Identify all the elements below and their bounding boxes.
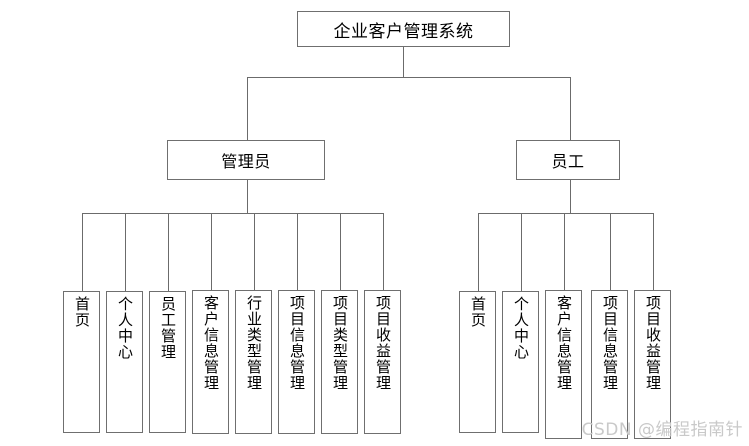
leaf-node-employee-3[interactable]: 客户信息管理 <box>545 290 582 439</box>
leaf-node-employee-5-label: 项目收益管理 <box>644 295 662 391</box>
leaf-node-employee-2[interactable]: 个人中心 <box>502 291 539 433</box>
connector-to-admin <box>247 77 248 140</box>
connector-employee-drop-2 <box>521 213 522 291</box>
leaf-node-admin-2[interactable]: 个人中心 <box>106 291 143 433</box>
leaf-node-employee-4-label: 项目信息管理 <box>601 295 619 391</box>
connector-employee-drop-4 <box>610 213 611 290</box>
connector-admin-drop-2 <box>125 213 126 291</box>
leaf-node-admin-1-label: 首页 <box>73 296 91 328</box>
connector-admin-drop-6 <box>297 213 298 290</box>
connector-admin-bus <box>82 213 383 214</box>
role-node-employee[interactable]: 员工 <box>516 140 620 180</box>
leaf-node-admin-2-label: 个人中心 <box>116 296 134 360</box>
leaf-node-employee-5[interactable]: 项目收益管理 <box>634 290 671 439</box>
leaf-node-employee-1-label: 首页 <box>469 296 487 328</box>
root-node-system[interactable]: 企业客户管理系统 <box>297 11 510 47</box>
connector-employee-drop-1 <box>478 213 479 291</box>
root-node-label: 企业客户管理系统 <box>333 21 474 42</box>
leaf-node-admin-1[interactable]: 首页 <box>63 291 100 433</box>
connector-admin-drop-8 <box>383 213 384 290</box>
connector-employee-drop-3 <box>564 213 565 290</box>
connector-admin-drop-5 <box>254 213 255 290</box>
connector-admin-drop-7 <box>340 213 341 290</box>
connector-admin-stem <box>247 180 248 213</box>
connector-root-stem <box>403 47 404 78</box>
connector-root-bus <box>247 77 571 78</box>
role-node-admin-label: 管理员 <box>221 152 271 171</box>
connector-admin-drop-1 <box>82 213 83 291</box>
leaf-node-employee-4[interactable]: 项目信息管理 <box>591 290 628 439</box>
connector-employee-drop-5 <box>653 213 654 290</box>
leaf-node-admin-3[interactable]: 员工管理 <box>149 291 186 433</box>
leaf-node-admin-8[interactable]: 项目收益管理 <box>364 290 401 434</box>
leaf-node-admin-5[interactable]: 行业类型管理 <box>235 290 272 434</box>
leaf-node-admin-4-label: 客户信息管理 <box>202 295 220 391</box>
leaf-node-employee-2-label: 个人中心 <box>512 296 530 360</box>
connector-to-employee <box>570 77 571 140</box>
connector-admin-drop-3 <box>168 213 169 291</box>
connector-employee-bus <box>478 213 653 214</box>
leaf-node-admin-6-label: 项目信息管理 <box>288 295 306 391</box>
connector-admin-drop-4 <box>211 213 212 290</box>
connector-employee-stem <box>570 180 571 213</box>
leaf-node-admin-7[interactable]: 项目类型管理 <box>321 290 358 434</box>
role-node-admin[interactable]: 管理员 <box>167 140 325 180</box>
leaf-node-admin-3-label: 员工管理 <box>159 296 177 360</box>
role-node-employee-label: 员工 <box>551 152 585 171</box>
leaf-node-admin-4[interactable]: 客户信息管理 <box>192 290 229 434</box>
leaf-node-admin-6[interactable]: 项目信息管理 <box>278 290 315 434</box>
leaf-node-admin-7-label: 项目类型管理 <box>331 295 349 391</box>
leaf-node-admin-5-label: 行业类型管理 <box>245 295 263 391</box>
leaf-node-admin-8-label: 项目收益管理 <box>374 295 392 391</box>
leaf-node-employee-1[interactable]: 首页 <box>459 291 496 433</box>
leaf-node-employee-3-label: 客户信息管理 <box>555 295 573 391</box>
